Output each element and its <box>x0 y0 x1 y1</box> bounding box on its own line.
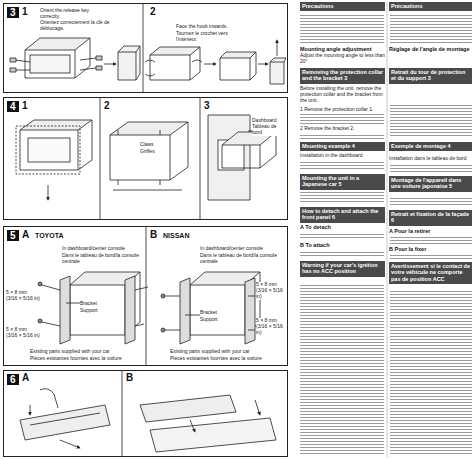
note-text: (3/16 × 5/16 in) <box>256 288 286 300</box>
note-text: Installation in the dashboard <box>300 153 363 159</box>
note-text: A Pour la retirer <box>389 228 430 234</box>
heading-text: Warning if your car's ignition has no AC… <box>302 262 378 274</box>
note-text: Before installing the unit, remove the p… <box>300 86 385 103</box>
note-text: 5 × 8 mm <box>6 290 27 296</box>
heading-bar: Precautions <box>300 2 385 11</box>
heading-bar: Montage de l'appareil dans une voiture j… <box>389 176 472 192</box>
note-text: Claws <box>140 142 154 148</box>
note-text: (3/16 × 5/16 in) <box>256 324 286 336</box>
heading-bar: Warning if your car's ignition has no AC… <box>300 261 385 277</box>
note-text: Orientez correctement la clé de déblocag… <box>40 20 115 32</box>
note-text: Bracket <box>200 310 217 316</box>
note-text: B To attach <box>300 242 330 248</box>
note-text: Dans le tableau de bord/la console centr… <box>62 253 140 265</box>
callout-number: B <box>150 230 157 240</box>
note-text: Mounting angle adjustment <box>300 46 372 52</box>
callout-number: 1 <box>22 101 28 111</box>
step-number: 6 <box>7 374 19 385</box>
note-text: (3/16 × 5/16 in) <box>6 333 40 339</box>
note-text: Support <box>200 317 218 323</box>
note-text: Dashboard <box>252 118 276 124</box>
callout-number: 2 <box>150 7 156 17</box>
note-text: 5 × 8 mm <box>6 327 27 333</box>
heading-text: How to detach and attach the front panel… <box>302 208 378 220</box>
note-text: Dans le tableau de bord/la console centr… <box>200 253 284 265</box>
heading-bar: Removing the protection collar and the b… <box>300 68 385 84</box>
heading-text: Retrait et fixation de la façade 6 <box>391 211 469 223</box>
callout-number: 1 <box>22 7 28 17</box>
heading-text: Avertissement si le contact de votre véh… <box>391 263 470 282</box>
heading-bar: Avertissement si le contact de votre véh… <box>389 262 472 284</box>
note-text: TOYOTA <box>35 232 64 240</box>
note-text: Tournez le crochet vers l'intérieur. <box>176 31 246 43</box>
heading-bar: How to detach and attach the front panel… <box>300 207 385 223</box>
note-text: Existing parts supplied with your car <box>170 349 250 355</box>
heading-text: Precautions <box>302 3 333 9</box>
note-text: 5 × 8 mm <box>256 282 277 288</box>
heading-bar: Retrait et fixation de la façade 6 <box>389 210 472 226</box>
note-text: B Pour la fixer <box>389 246 426 252</box>
callout-number: A <box>22 230 29 240</box>
note-text: (3/16 × 5/16 in) <box>6 296 40 302</box>
heading-bar: Précautions <box>389 2 472 11</box>
callout-number: B <box>126 373 133 383</box>
callout-number: 2 <box>104 101 110 111</box>
heading-text: Retrait du tour de protection et du supp… <box>391 69 465 81</box>
step-number: 5 <box>7 230 19 241</box>
note-text: Installation dans le tableau de bord <box>389 156 467 162</box>
step-number: 3 <box>7 7 19 18</box>
note-text: Bracket <box>80 301 97 307</box>
step-panel: 6 <box>3 370 288 457</box>
heading-text: Mounting the unit in a Japanese car 5 <box>302 175 359 187</box>
step-number: 4 <box>7 101 19 112</box>
heading-text: Exemple de montage 4 <box>391 143 451 149</box>
heading-text: Précautions <box>391 3 422 9</box>
note-text: Pièces existantes fournies avec la voitu… <box>30 356 122 362</box>
heading-bar: Mounting the unit in a Japanese car 5 <box>300 174 385 190</box>
heading-bar: Exemple de montage 4 <box>389 142 472 151</box>
note-text: In dashboard/center console <box>62 246 125 252</box>
heading-text: Removing the protection collar and the b… <box>302 69 383 81</box>
note-text: NISSAN <box>163 232 189 240</box>
note-text: Orient the release key correctly. <box>40 8 110 20</box>
note-text: Réglage de l'angle de montage <box>389 46 469 52</box>
callout-number: A <box>22 373 29 383</box>
note-text: 5 × 8 mm <box>256 318 277 324</box>
note-text: Pièces existantes fournies avec la voitu… <box>170 356 262 362</box>
step-panel: 4 <box>3 97 288 220</box>
note-text: Tableau de bord <box>252 124 286 136</box>
note-text: In dashboard/center console <box>200 246 263 252</box>
note-text: Adjust the mounting angle to less than 2… <box>300 53 385 65</box>
note-text: 1 Remove the protection collar 1. <box>300 107 373 113</box>
note-text: Face the hook inwards. <box>176 24 228 30</box>
note-text: 2 Remove the bracket 2. <box>300 126 354 132</box>
heading-bar: Retrait du tour de protection et du supp… <box>389 68 472 84</box>
note-text: A To detach <box>300 224 331 230</box>
heading-bar: Mounting example 4 <box>300 142 385 151</box>
callout-number: 3 <box>204 101 210 111</box>
heading-text: Mounting example 4 <box>302 143 355 149</box>
heading-text: Montage de l'appareil dans une voiture j… <box>391 177 461 189</box>
note-text: Support <box>80 308 98 314</box>
note-text: Griffes <box>140 149 155 155</box>
note-text: Existing parts supplied with your car <box>30 349 110 355</box>
